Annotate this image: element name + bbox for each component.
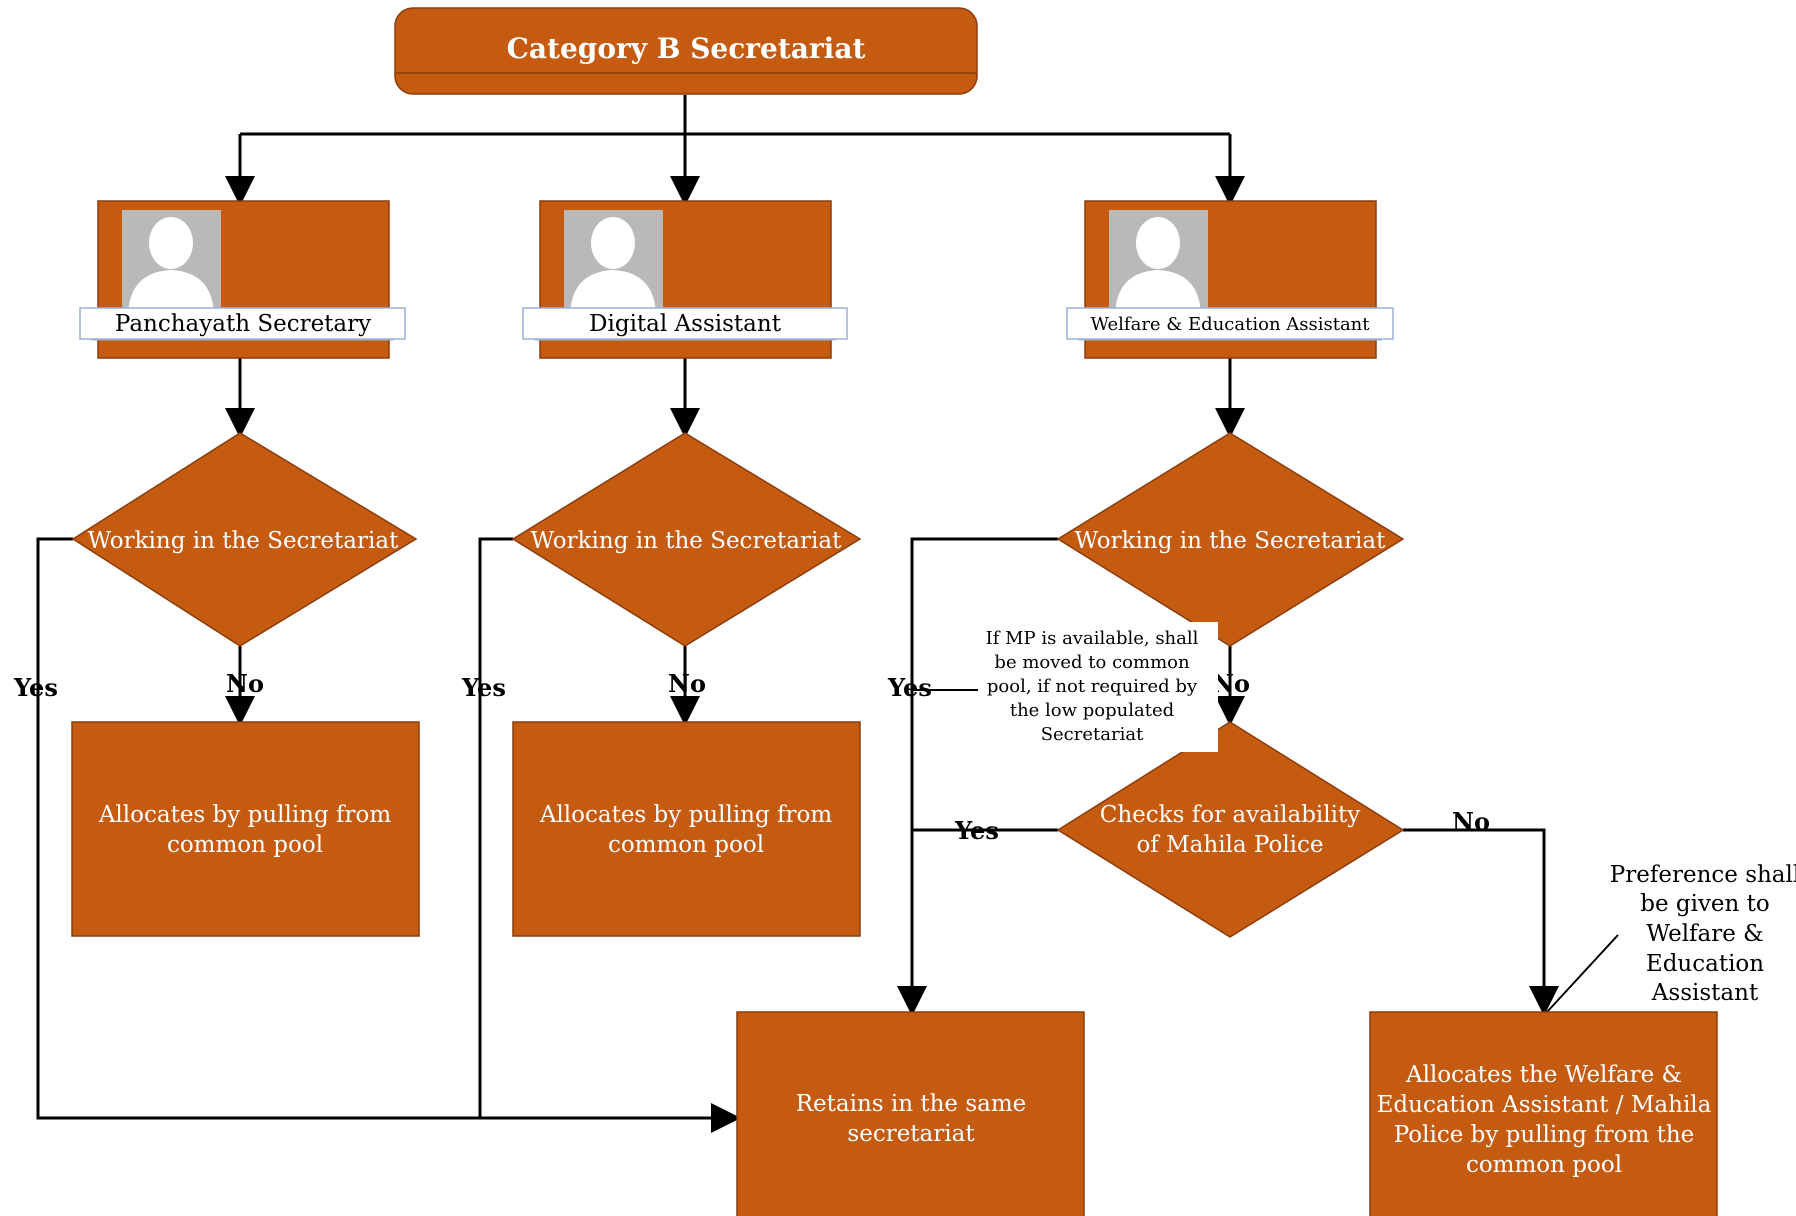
outcome-label-line1: Allocates by pulling from <box>98 802 392 828</box>
title-box: Category B Secretariat <box>394 7 978 95</box>
note-line5: Secretariat <box>1041 724 1144 745</box>
role-label-panchayath: Panchayath Secretary <box>115 311 371 337</box>
outcome-label-line2: secretariat <box>847 1121 975 1147</box>
preference-line2: be given to <box>1640 891 1770 917</box>
outcome-retain: Retains in the same secretariat <box>736 1011 1085 1216</box>
role-label-digital: Digital Assistant <box>589 311 782 337</box>
outcome-label-line2: common pool <box>608 832 764 858</box>
note-line2: be moved to common <box>994 652 1190 673</box>
preference-line3: Welfare & <box>1646 921 1763 947</box>
branch-labels: Yes Yes Yes Yes No No No No <box>13 669 1490 845</box>
preference-annotation: Preference shall be given to Welfare & E… <box>1610 862 1796 1006</box>
role-label-welfare: Welfare & Education Assistant <box>1090 314 1370 335</box>
decision-label: Working in the Secretariat <box>88 528 399 554</box>
note-line4: the low populated <box>1010 700 1174 721</box>
preference-line4: Education <box>1646 951 1764 977</box>
outcome-label-line1: Allocates the Welfare & <box>1405 1062 1682 1088</box>
no-label-3: No <box>1212 669 1250 698</box>
preference-pointer <box>1546 934 1619 1013</box>
yes-label-2: Yes <box>461 673 506 702</box>
role-card-welfare: Welfare & Education Assistant <box>1066 200 1394 359</box>
outcome-pool-2: Allocates by pulling from common pool <box>512 721 861 937</box>
connectors <box>36 95 1619 1133</box>
role-card-panchayath: Panchayath Secretary <box>79 200 406 359</box>
decision-working-3: Working in the Secretariat <box>1056 432 1405 647</box>
decision-label-line1: Checks for availability <box>1100 802 1361 828</box>
name-plate <box>522 307 848 340</box>
name-plate <box>1066 307 1394 340</box>
outcome-welfare-allocation: Allocates the Welfare & Education Assist… <box>1369 1011 1718 1216</box>
outcome-label-line1: Allocates by pulling from <box>539 802 833 828</box>
path-yes-3 <box>897 537 1058 1016</box>
yes-label-1: Yes <box>13 673 58 702</box>
path-yes-2 <box>478 537 513 1118</box>
preference-line5: Assistant <box>1651 980 1759 1006</box>
path-mahila-no <box>1403 828 1559 1016</box>
decision-label: Working in the Secretariat <box>1075 528 1386 554</box>
title-text: Category B Secretariat <box>507 32 866 65</box>
outcome-label-line1: Retains in the same <box>796 1091 1027 1117</box>
decision-mahila-police: Checks for availability of Mahila Police <box>1056 721 1405 938</box>
yes-label-3: Yes <box>887 673 932 702</box>
person-icon <box>128 217 214 314</box>
preference-line1: Preference shall <box>1610 862 1796 888</box>
person-icon <box>1115 217 1201 314</box>
no-label-mahila: No <box>1452 807 1490 836</box>
person-icon <box>570 217 656 314</box>
outcome-label-line4: common pool <box>1466 1152 1622 1178</box>
path-yes-1 <box>36 537 741 1133</box>
decision-working-2: Working in the Secretariat <box>511 432 862 647</box>
outcome-label-line3: Police by pulling from the <box>1394 1122 1695 1148</box>
role-card-digital: Digital Assistant <box>522 200 848 359</box>
outcome-label-line2: Education Assistant / Mahila <box>1377 1092 1712 1118</box>
outcome-pool-1: Allocates by pulling from common pool <box>71 721 420 937</box>
note-line3: pool, if not required by <box>987 676 1198 697</box>
yes-label-mahila: Yes <box>954 816 999 845</box>
mahila-police-note: If MP is available, shall be moved to co… <box>978 622 1218 752</box>
decision-working-1: Working in the Secretariat <box>71 432 418 647</box>
outcome-label-line2: common pool <box>167 832 323 858</box>
no-label-2: No <box>668 669 706 698</box>
no-label-1: No <box>226 669 264 698</box>
decision-label-line2: of Mahila Police <box>1136 832 1323 858</box>
name-plate <box>79 307 406 340</box>
decision-label: Working in the Secretariat <box>531 528 842 554</box>
note-line1: If MP is available, shall <box>986 628 1199 649</box>
